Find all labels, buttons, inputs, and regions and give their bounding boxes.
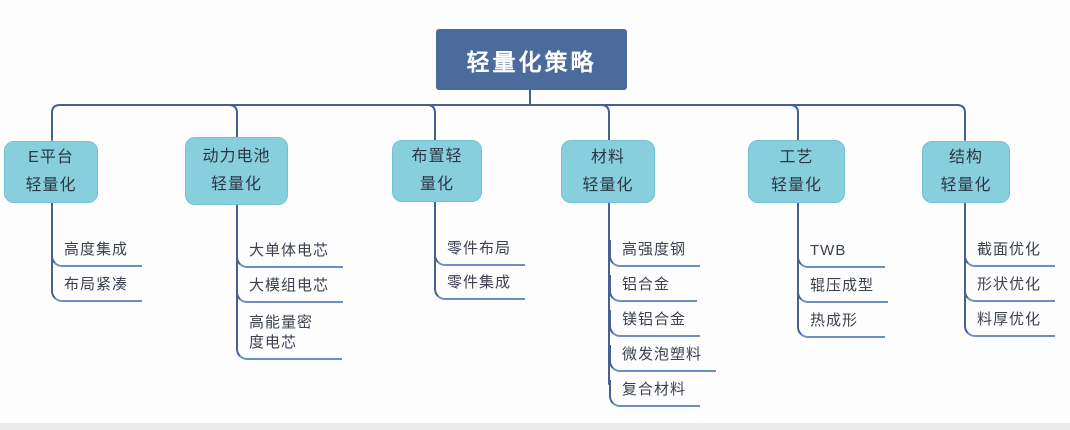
leaf-item[interactable]: 辊压成型	[797, 276, 889, 303]
leaf-item[interactable]: 料厚优化	[964, 310, 1056, 337]
leaf-item[interactable]: TWB	[797, 241, 885, 268]
branch-node-material[interactable]: 材料 轻量化	[561, 140, 655, 203]
drop-line	[426, 104, 436, 141]
leaf-item[interactable]: 复合材料	[609, 380, 701, 407]
bottom-edge-strip	[0, 423, 1070, 430]
branch-node-e-platform[interactable]: E平台 轻量化	[4, 141, 98, 203]
branch-node-structure[interactable]: 结构 轻量化	[922, 141, 1010, 203]
leaf-item[interactable]: 热成形	[797, 311, 885, 338]
leaf-item[interactable]: 铝合金	[609, 275, 697, 302]
branch-node-power-battery[interactable]: 动力电池 轻量化	[185, 137, 288, 205]
leaf-item[interactable]: 高度集成	[51, 240, 143, 267]
drop-line	[228, 104, 238, 141]
drop-line	[789, 104, 799, 141]
leaf-item[interactable]: 高能量密度电芯	[236, 313, 342, 360]
leaf-item[interactable]: 零件布局	[434, 239, 526, 266]
branch-node-process[interactable]: 工艺 轻量化	[748, 140, 845, 203]
leaf-item[interactable]: 截面优化	[964, 240, 1056, 267]
leaf-item[interactable]: 镁铝合金	[609, 310, 701, 337]
leaf-item[interactable]: 形状优化	[964, 275, 1056, 302]
leaf-item[interactable]: 大模组电芯	[236, 276, 344, 303]
branch-node-layout[interactable]: 布置轻 量化	[392, 140, 482, 202]
leaf-item[interactable]: 微发泡塑料	[609, 345, 717, 372]
leaf-item[interactable]: 布局紧凑	[51, 275, 143, 302]
leaf-item[interactable]: 零件集成	[434, 273, 526, 300]
leaf-item[interactable]: 大单体电芯	[236, 241, 344, 268]
drop-line	[600, 104, 610, 141]
root-node[interactable]: 轻量化策略	[436, 29, 627, 90]
bus-line	[51, 104, 966, 141]
leaf-item[interactable]: 高强度钢	[609, 240, 701, 267]
